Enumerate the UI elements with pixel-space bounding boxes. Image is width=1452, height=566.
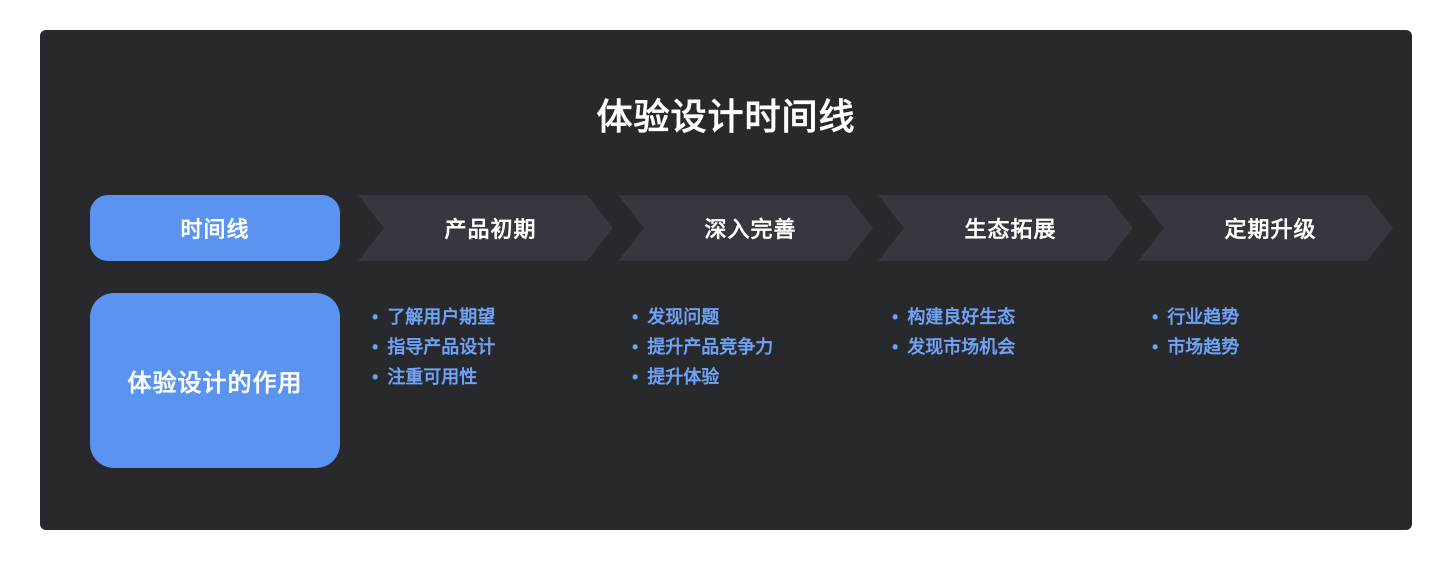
role-label: 体验设计的作用 [127, 370, 303, 397]
list-item: 发现市场机会 [892, 332, 1133, 362]
stage-arrow: 深入完善 [618, 195, 873, 261]
stage-arrow: 生态拓展 [878, 195, 1133, 261]
stage-label: 产品初期 [444, 217, 537, 242]
list-item: 指导产品设计 [372, 332, 613, 362]
list-item: 了解用户期望 [372, 302, 613, 332]
stage-label: 深入完善 [704, 217, 797, 242]
list-item: 构建良好生态 [892, 302, 1133, 332]
role-box: 体验设计的作用 [90, 293, 340, 468]
list-item: 注重可用性 [372, 362, 613, 392]
list-item: 提升产品竞争力 [632, 332, 873, 362]
timeline-start-pill: 时间线 [90, 195, 340, 261]
infographic-panel: 体验设计时间线 时间线 产品初期 深入完善 生态拓展 定期升级 体验设计的作用 了解用… [40, 30, 1412, 530]
stage-label: 定期升级 [1224, 217, 1317, 242]
page-title: 体验设计时间线 [596, 96, 856, 137]
list-item: 提升体验 [632, 362, 873, 392]
stages-row: 产品初期 深入完善 生态拓展 定期升级 [358, 195, 1403, 261]
stage-item-list: 行业趋势市场趋势 [1138, 302, 1393, 392]
list-item: 发现问题 [632, 302, 873, 332]
stage-label: 生态拓展 [964, 217, 1057, 242]
stage-item-list: 了解用户期望指导产品设计注重可用性 [358, 302, 613, 392]
stage-arrow: 产品初期 [358, 195, 613, 261]
list-item: 市场趋势 [1152, 332, 1393, 362]
stage-arrow: 定期升级 [1138, 195, 1393, 261]
list-item: 行业趋势 [1152, 302, 1393, 332]
stage-columns: 了解用户期望指导产品设计注重可用性发现问题提升产品竞争力提升体验构建良好生态发现… [358, 302, 1403, 392]
stage-item-list: 构建良好生态发现市场机会 [878, 302, 1133, 392]
timeline-start-label: 时间线 [180, 217, 250, 242]
stage-item-list: 发现问题提升产品竞争力提升体验 [618, 302, 873, 392]
